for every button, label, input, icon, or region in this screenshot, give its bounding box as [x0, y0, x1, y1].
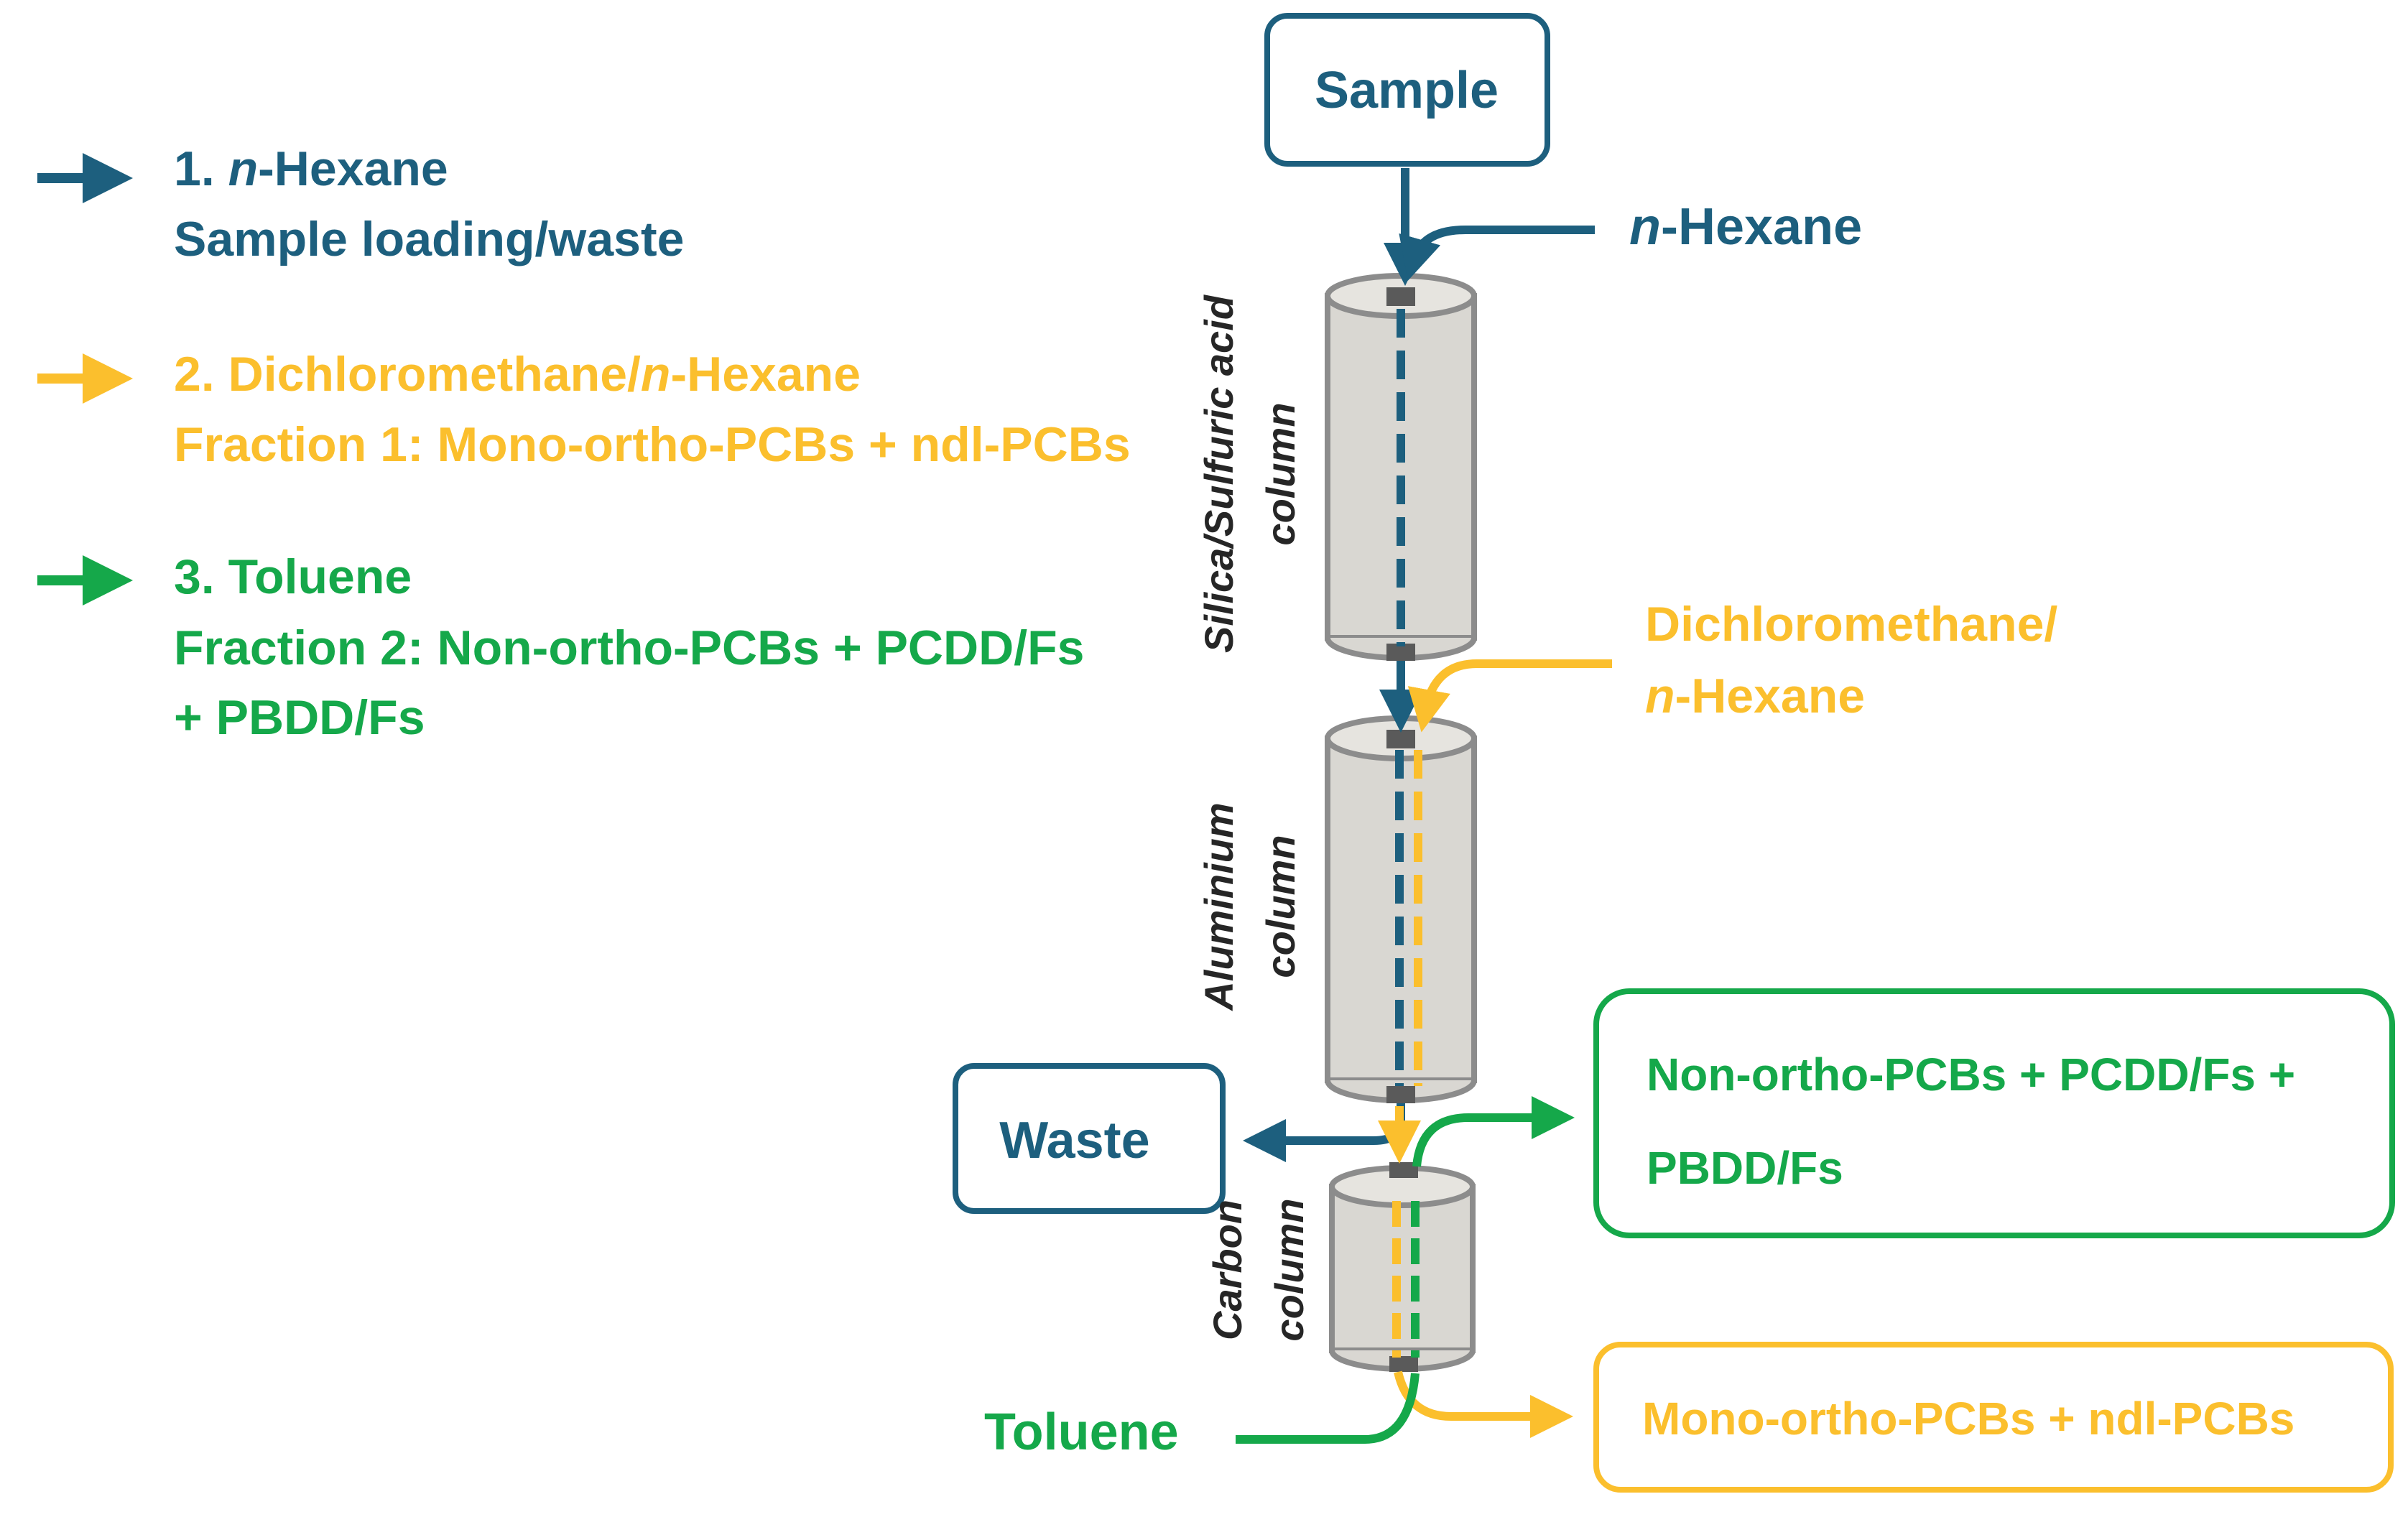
flow-to-fraction1 — [1394, 1370, 1573, 1438]
carbon-column-label-line2: column — [1266, 1198, 1312, 1341]
hexane-solvent-label: n-Hexane — [1629, 198, 1862, 256]
fraction1-label: Mono-ortho-PCBs + ndl-PCBs — [1642, 1393, 2294, 1444]
italic-segment: n — [1629, 198, 1661, 256]
text-segment: 2. Dichloromethane/ — [174, 347, 641, 402]
text-segment: -Hexane — [1661, 198, 1862, 256]
legend-dcm-line2: Fraction 1: Mono-ortho-PCBs + ndl-PCBs — [174, 417, 1131, 472]
waste-box: Waste — [953, 1063, 1226, 1214]
legend: 1. n-Hexane Sample loading/waste 2. Dich… — [37, 142, 1131, 745]
flow-to-waste — [1243, 1103, 1405, 1162]
text-segment: Dichloromethane/ — [1645, 597, 2057, 651]
fraction2-label-line1: Non-ortho-PCBs + PCDD/Fs + — [1647, 1049, 2295, 1100]
dcm-solvent-label-line2: n-Hexane — [1645, 669, 1865, 723]
toluene-solvent-label: Toluene — [984, 1404, 1179, 1461]
text-segment: 3. Toluene — [174, 549, 412, 604]
text-segment: Toluene — [984, 1404, 1179, 1461]
italic-segment: n — [1645, 669, 1675, 723]
fraction1-box: Mono-ortho-PCBs + ndl-PCBs — [1593, 1342, 2394, 1493]
carbon-column — [1329, 1162, 1476, 1372]
sample-label: Sample — [1315, 62, 1499, 119]
aluminium-column-label-line1: Aluminium — [1196, 802, 1241, 1011]
dcm-solvent-label-line1: Dichloromethane/ — [1645, 597, 2057, 651]
aluminium-column-label-line2: column — [1258, 835, 1303, 978]
fraction2-label-line2: PBDD/Fs — [1647, 1142, 1843, 1194]
text-segment: Fraction 2: Non-ortho-PCBs + PCDD/Fs — [174, 621, 1085, 675]
legend-hexane-line2: Sample loading/waste — [174, 212, 684, 266]
text-segment: -Hexane — [258, 142, 448, 196]
aluminium-column-label: Aluminium column — [1196, 802, 1303, 1011]
legend-item-dcm-hexane: 2. Dichloromethane/n-Hexane Fraction 1: … — [37, 347, 1131, 472]
sample-box: Sample — [1264, 13, 1550, 167]
carbon-column-label: Carbon column — [1205, 1198, 1312, 1341]
carbon-column-label-line1: Carbon — [1205, 1200, 1250, 1340]
fraction2-box: Non-ortho-PCBs + PCDD/Fs + PBDD/Fs — [1593, 988, 2395, 1238]
silica-column-label-line1: Silica/Sulfuric acid — [1196, 294, 1241, 653]
text-segment: + PBDD/Fs — [174, 690, 425, 745]
text-segment: Fraction 1: Mono-ortho-PCBs + ndl-PCBs — [174, 417, 1131, 472]
legend-hexane-line1: 1. n-Hexane — [174, 142, 448, 196]
text-segment: 1. — [174, 142, 228, 196]
flow-toluene-feed — [1236, 1373, 1420, 1444]
legend-item-hexane: 1. n-Hexane Sample loading/waste — [37, 142, 684, 266]
text-segment: -Hexane — [1675, 669, 1866, 723]
italic-segment: n — [641, 347, 671, 402]
legend-toluene-line2: Fraction 2: Non-ortho-PCBs + PCDD/Fs — [174, 621, 1085, 675]
flow-hexane-feed — [1399, 226, 1595, 281]
silica-column-label: Silica/Sulfuric acid column — [1196, 294, 1303, 653]
italic-segment: n — [228, 142, 259, 196]
text-segment: Sample loading/waste — [174, 212, 684, 266]
flow-dcm-feed — [1407, 659, 1612, 733]
waste-label: Waste — [999, 1112, 1149, 1169]
legend-item-toluene: 3. Toluene Fraction 2: Non-ortho-PCBs + … — [37, 549, 1085, 745]
silica-column-label-line2: column — [1258, 402, 1303, 545]
legend-toluene-line3: + PBDD/Fs — [174, 690, 425, 745]
legend-toluene-line1: 3. Toluene — [174, 549, 412, 604]
text-segment: -Hexane — [670, 347, 861, 402]
flow-to-fraction2 — [1412, 1096, 1575, 1167]
legend-dcm-line1: 2. Dichloromethane/n-Hexane — [174, 347, 861, 402]
